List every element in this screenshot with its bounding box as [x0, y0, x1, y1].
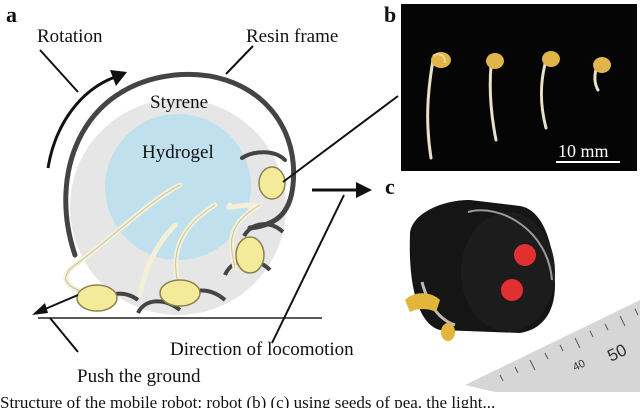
direction-leader	[271, 194, 345, 344]
scale-bar-label: 10 mm	[558, 141, 609, 161]
frame-hook-4	[136, 299, 182, 315]
seeds	[76, 166, 286, 312]
red-marker-2	[501, 279, 523, 301]
seed-to-photo-leader	[282, 95, 399, 183]
red-marker-1	[514, 244, 536, 266]
direction-arrowhead	[356, 182, 372, 198]
resin-frame-inner	[240, 150, 287, 162]
rotation-arrowhead	[110, 70, 127, 86]
styrene-label: Styrene	[150, 92, 208, 113]
figure-caption: Structure of the mobile robot: robot (b)…	[0, 393, 496, 408]
push-label: Push the ground	[77, 366, 201, 387]
panel-label-a: a	[6, 2, 17, 27]
rotation-label: Rotation	[37, 26, 103, 47]
frame-hook-1	[242, 222, 285, 238]
robot-face	[461, 212, 555, 332]
panel-b-photo: 10 mm	[401, 4, 637, 171]
rotation-leader	[39, 49, 79, 93]
seed	[159, 279, 201, 307]
panel-label-b: b	[384, 2, 396, 27]
push-leader	[49, 317, 79, 353]
rotation-arrow	[46, 75, 116, 169]
seedlings	[426, 51, 611, 160]
seed	[235, 236, 265, 274]
ruler	[465, 300, 640, 392]
resin-frame	[63, 71, 297, 258]
resin-frame-label: Resin frame	[246, 26, 338, 47]
panel-c-photo: 40 50	[405, 200, 640, 392]
direction-label: Direction of locomotion	[170, 339, 354, 360]
resin-leader	[225, 45, 254, 75]
ruler-ticks	[499, 308, 639, 382]
panel-label-c: c	[385, 174, 395, 199]
robot-seed	[405, 293, 440, 312]
push-arrowhead	[32, 303, 48, 315]
robot-seed-2	[441, 323, 455, 341]
ruler-number-40: 40	[571, 358, 587, 374]
panel-a-diagram	[32, 45, 399, 353]
seed	[258, 166, 286, 200]
hydrogel-label: Hydrogel	[142, 142, 214, 163]
seed	[76, 284, 118, 312]
robot-rim	[467, 209, 553, 281]
